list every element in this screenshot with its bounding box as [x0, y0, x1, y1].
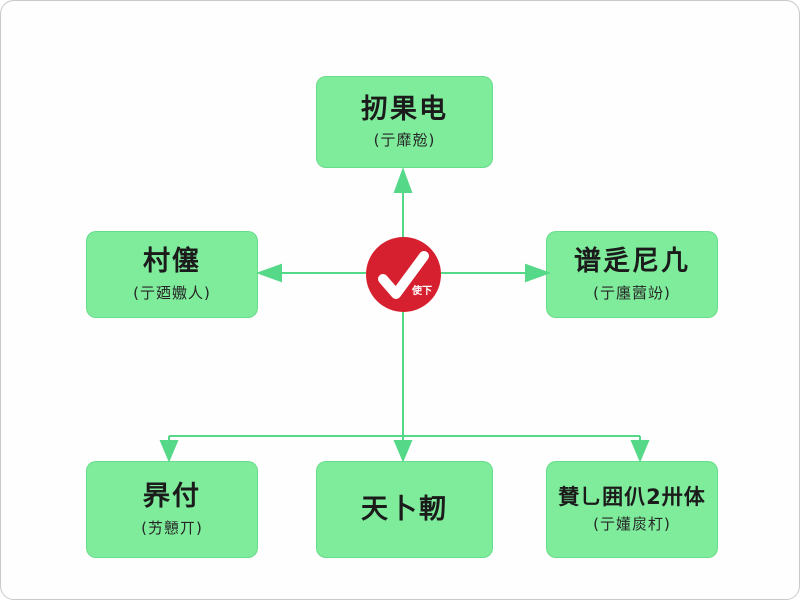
node-right-subtitle: (亍廛蒏竕)	[593, 283, 671, 302]
node-bottom-right-subtitle: (亍嬞扊朾)	[593, 515, 671, 534]
node-left: 村僿 (亍廼嫐人)	[86, 231, 258, 318]
node-right-title: 谱辵尼凣	[574, 246, 690, 278]
arrow-center-to-left	[256, 263, 366, 283]
node-left-title: 村僿	[143, 246, 201, 278]
arrow-center-to-top	[393, 167, 413, 237]
center-badge-label: 使下	[412, 286, 432, 297]
node-bottom-left-subtitle: (艻戅丌)	[141, 518, 203, 537]
node-left-subtitle: (亍廼嫐人)	[133, 283, 211, 302]
arrow-center-to-right	[441, 263, 551, 283]
node-bottom-left-title: 昦付	[143, 481, 201, 513]
node-bottom-right: 賛乚囲仈2卅体 (亍嬞扊朾)	[546, 461, 718, 558]
node-bottom-right-title: 賛乚囲仈2卅体	[558, 484, 706, 509]
node-right: 谱辵尼凣 (亍廛蒏竕)	[546, 231, 718, 318]
node-top-title: 扨果电	[361, 93, 448, 125]
center-check-badge: 使下	[366, 237, 441, 312]
node-bottom-middle: 天卜軔	[316, 461, 493, 558]
node-bottom-middle-title: 天卜軔	[361, 493, 448, 525]
node-bottom-left: 昦付 (艻戅丌)	[86, 461, 258, 558]
checkmark-icon	[378, 251, 429, 299]
arrow-center-to-bottom-tree	[159, 312, 650, 463]
node-top: 扨果电 (亍靡兝)	[316, 76, 493, 168]
node-top-subtitle: (亍靡兝)	[373, 131, 436, 150]
